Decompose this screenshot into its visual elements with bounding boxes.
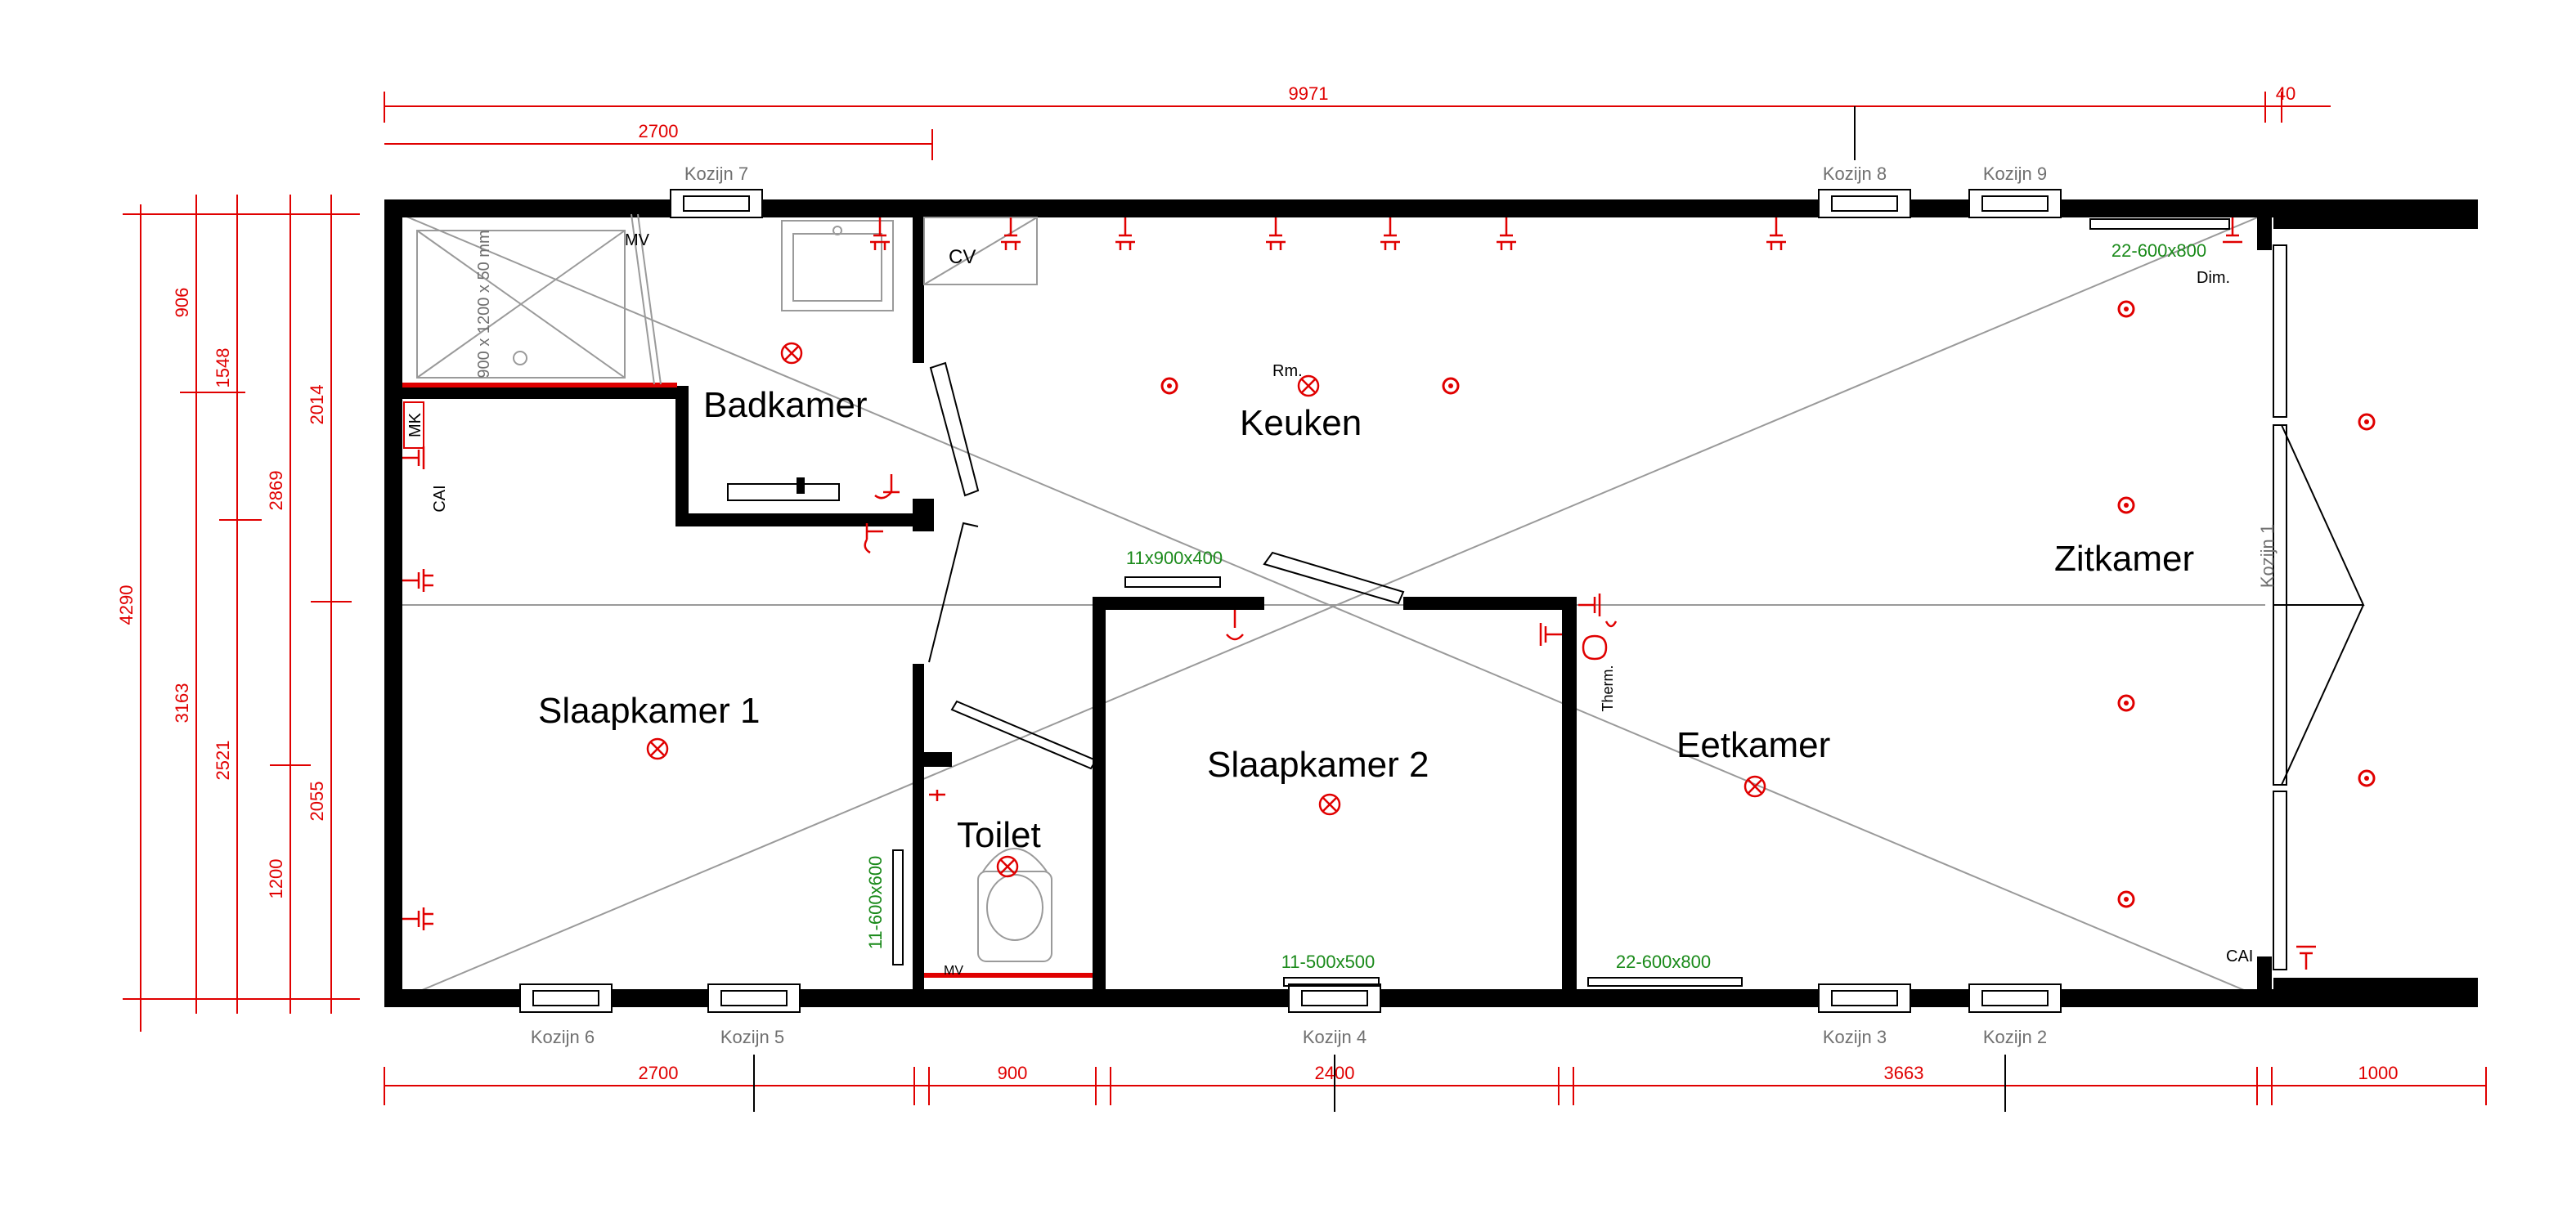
room-keuken: Keuken — [1240, 403, 1362, 443]
tag-therm: Therm. — [1600, 665, 1616, 711]
tag-rm: Rm. — [1272, 362, 1303, 380]
tag-mv-toilet: MV — [944, 964, 963, 978]
dim-bottom-2700: 2700 — [639, 1063, 679, 1083]
dim-bottom-2400: 2400 — [1315, 1063, 1355, 1083]
dim-left-2521: 2521 — [213, 741, 233, 781]
dim-top-overall: 9971 — [1289, 83, 1329, 104]
window-label-kozijn-4: Kozijn 4 — [1303, 1027, 1367, 1047]
dim-left-1200: 1200 — [266, 859, 286, 899]
dim-bottom-900: 900 — [998, 1063, 1028, 1083]
room-badkamer: Badkamer — [703, 385, 868, 425]
guide-lines — [400, 213, 2266, 1000]
dim-left-3163: 3163 — [172, 683, 192, 723]
dim-bottom-3663: 3663 — [1884, 1063, 1924, 1083]
room-slaapkamer-1: Slaapkamer 1 — [538, 691, 760, 731]
light-point-icons — [1160, 300, 2376, 908]
mk-box — [403, 401, 424, 449]
dim-top-40: 40 — [2276, 83, 2296, 104]
tag-mk: MK — [406, 412, 424, 437]
window-label-kozijn-9: Kozijn 9 — [1983, 164, 2047, 184]
room-slaapkamer-2: Slaapkamer 2 — [1207, 745, 1429, 785]
dim-top-2700: 2700 — [639, 121, 679, 141]
window-label-kozijn-8: Kozijn 8 — [1823, 164, 1887, 184]
socket-icons — [402, 217, 2316, 970]
tag-cai-right: CAI — [2226, 947, 2253, 965]
radiator-label-zitkamer: 22-600x800 — [2112, 240, 2206, 261]
window-label-kozijn-2: Kozijn 2 — [1983, 1027, 2047, 1047]
dim-left-2869: 2869 — [266, 471, 286, 511]
window-label-kozijn-1: Kozijn 1 — [2257, 524, 2278, 588]
tag-mv-badkamer: MV — [625, 231, 650, 249]
radiator-label-eetkamer: 22-600x800 — [1616, 952, 1711, 972]
window-label-kozijn-5: Kozijn 5 — [720, 1027, 784, 1047]
dim-left-4290: 4290 — [116, 585, 137, 625]
room-toilet: Toilet — [957, 815, 1041, 855]
room-eetkamer: Eetkamer — [1676, 725, 1830, 765]
shower-threshold — [402, 383, 677, 388]
dimension-lines — [123, 92, 2487, 1112]
dim-left-1548: 1548 — [213, 348, 233, 388]
tag-shower-size: 900 x 1200 x 50 mm — [475, 230, 493, 378]
window-label-kozijn-3: Kozijn 3 — [1823, 1027, 1887, 1047]
room-zitkamer: Zitkamer — [2054, 539, 2194, 579]
dim-left-2014: 2014 — [307, 385, 327, 425]
dim-left-2055: 2055 — [307, 782, 327, 822]
windows — [519, 189, 2062, 1013]
radiators — [892, 218, 2230, 987]
toilet-threshold — [924, 973, 1093, 978]
fixtures — [416, 213, 2365, 970]
window-label-kozijn-6: Kozijn 6 — [531, 1027, 595, 1047]
window-label-kozijn-7: Kozijn 7 — [684, 164, 748, 184]
tag-cv: CV — [949, 246, 976, 268]
radiator-label-keuken: 11x900x400 — [1126, 548, 1223, 568]
radiator-label-slaapkamer2: 11-500x500 — [1281, 952, 1376, 972]
dim-bottom-1000: 1000 — [2358, 1063, 2399, 1083]
tag-dim: Dim. — [2197, 269, 2230, 287]
tag-cai-left: CAI — [431, 485, 449, 512]
dim-left-906: 906 — [172, 288, 192, 318]
radiator-label-slaapkamer1: 11-600x600 — [865, 856, 886, 950]
ceiling-light-icons — [646, 342, 1766, 878]
walls — [384, 199, 2478, 1007]
